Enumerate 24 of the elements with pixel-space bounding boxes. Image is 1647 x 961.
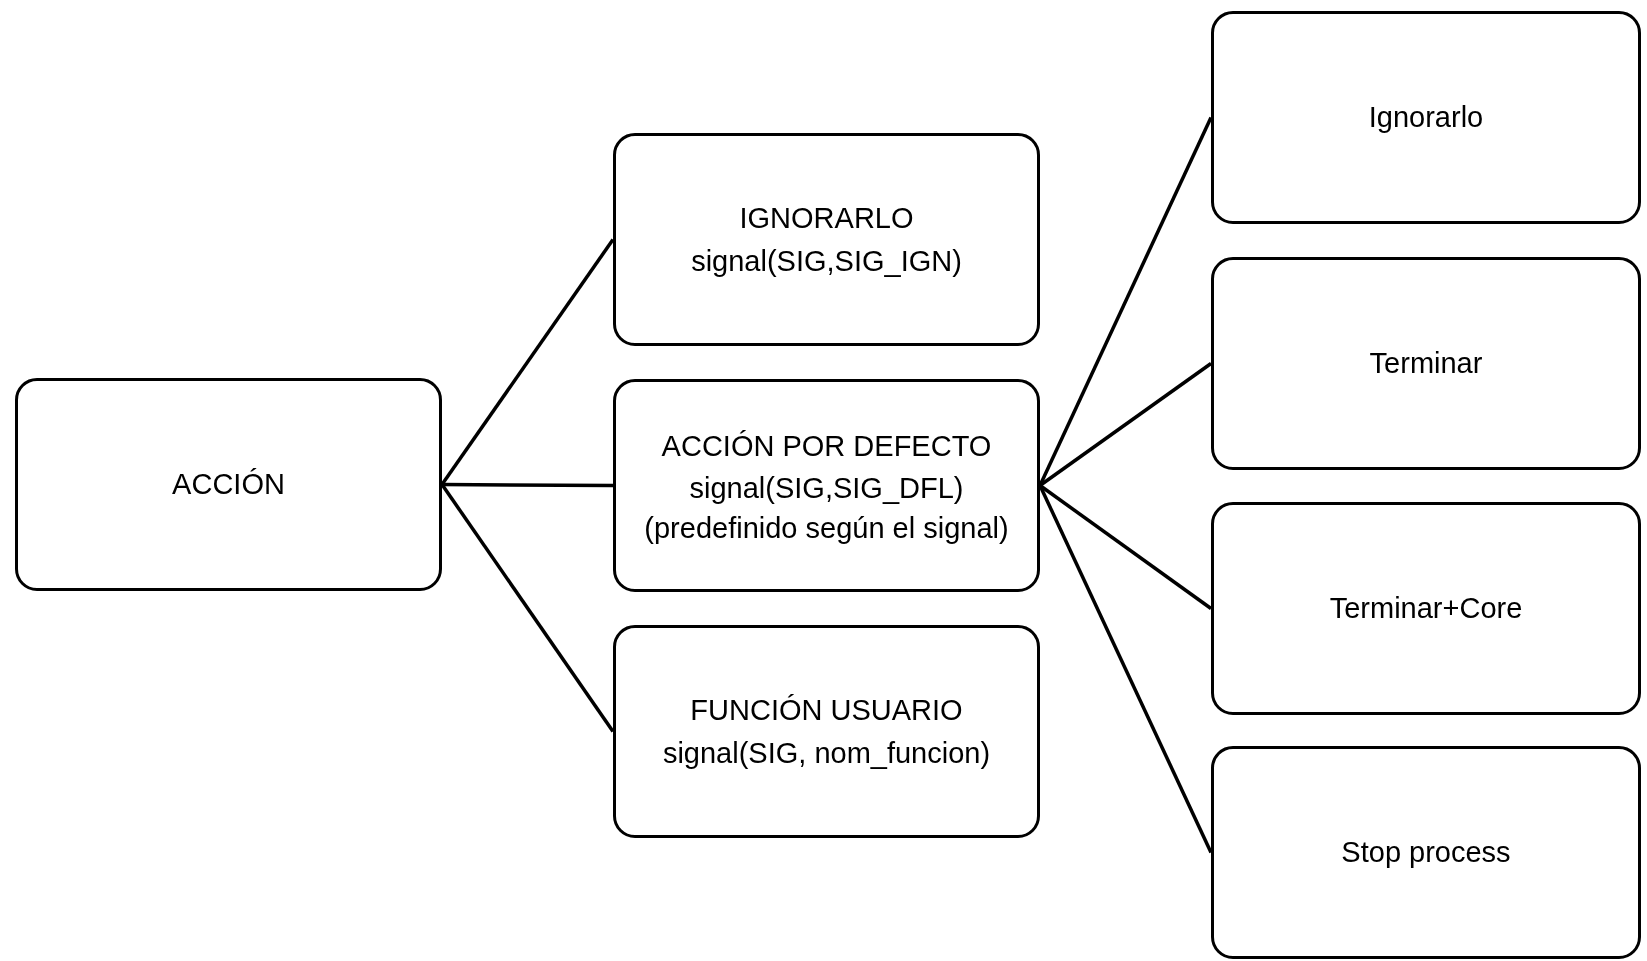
process-box [1211, 257, 1641, 470]
connector-line [1039, 362, 1212, 487]
process-box [613, 133, 1040, 346]
box-title: IGNORARLO [739, 201, 914, 237]
box-title: Stop process [1341, 835, 1511, 871]
process-box [1211, 11, 1641, 224]
box-title: Terminar [1369, 346, 1483, 382]
process-box [1211, 502, 1641, 715]
box-title: ACCIÓN POR DEFECTO [661, 429, 992, 465]
box-title: Ignorarlo [1368, 100, 1484, 136]
process-box [613, 379, 1040, 592]
box-text: signal(SIG,SIG_IGN) [691, 243, 962, 279]
box-text: signal(SIG,SIG_DFL) [689, 471, 964, 507]
connector-line [440, 483, 615, 733]
process-box [613, 625, 1040, 838]
process-box [15, 378, 442, 591]
box-title: ACCIÓN [172, 467, 285, 503]
box-title: FUNCIÓN USUARIO [690, 693, 963, 729]
connector-line [440, 238, 615, 486]
connector-line [442, 482, 613, 488]
process-box [1211, 746, 1641, 959]
box-title: Terminar+Core [1329, 591, 1523, 627]
box-text: (predefinido según el signal) [644, 512, 1009, 543]
box-text: signal(SIG, nom_funcion) [662, 735, 991, 771]
